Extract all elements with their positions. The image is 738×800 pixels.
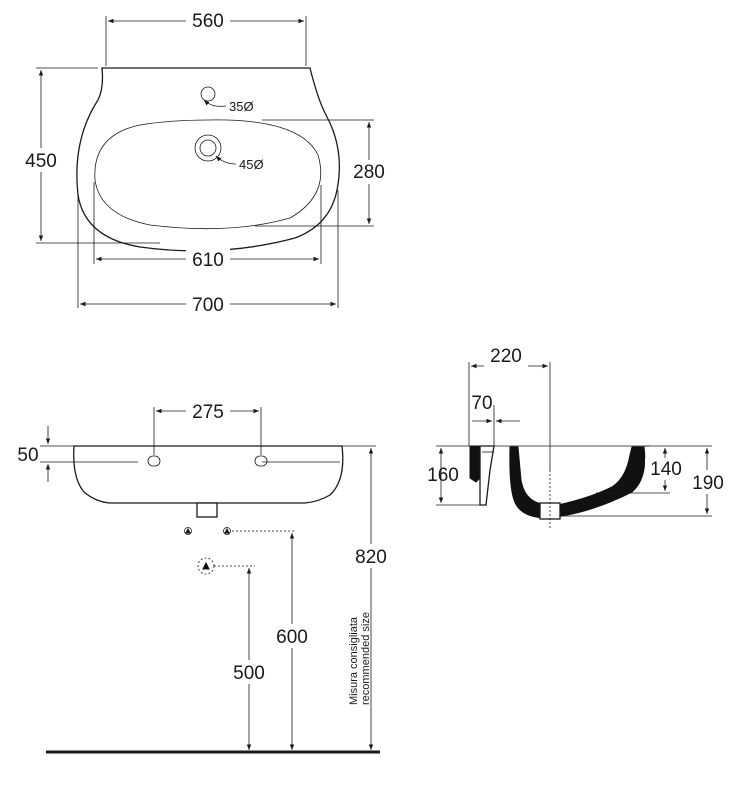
supply-point-right bbox=[223, 527, 231, 535]
waste-spigot bbox=[196, 502, 218, 518]
dim-projection: 220 bbox=[490, 346, 522, 367]
dim-supply-height: 600 bbox=[276, 627, 308, 648]
label-tap-hole: 35Ø bbox=[229, 99, 254, 114]
wall-bracket bbox=[469, 445, 481, 483]
dim-bowl-height: 140 bbox=[650, 459, 682, 480]
dim-rim-offset: 50 bbox=[17, 445, 38, 466]
drain-hole-inner bbox=[199, 139, 217, 157]
supply-point-left bbox=[184, 527, 192, 535]
fixing-slot-left bbox=[147, 455, 161, 467]
dim-overall-width: 700 bbox=[192, 295, 224, 316]
note-english: recommended size bbox=[360, 612, 372, 705]
side-view: 220 70 160 140 190 bbox=[427, 345, 729, 530]
back-wall-profile bbox=[479, 445, 495, 506]
dim-fixing-spacing: 275 bbox=[192, 402, 224, 423]
bowl-section bbox=[509, 446, 646, 519]
dim-back-height: 160 bbox=[427, 465, 459, 486]
note-italian: Misura consigliata bbox=[348, 616, 360, 705]
basin-outline-top bbox=[76, 67, 340, 252]
fixing-slot-right bbox=[254, 455, 268, 467]
bowl-outline bbox=[94, 119, 322, 230]
label-drain-hole: 45Ø bbox=[239, 157, 264, 172]
front-view: 275 50 820 Misura consigliata recommende… bbox=[17, 400, 392, 754]
dim-wall-gap: 70 bbox=[471, 393, 492, 414]
dim-waste-height: 500 bbox=[233, 663, 265, 684]
dim-depth: 450 bbox=[25, 151, 57, 172]
dim-overall-height: 190 bbox=[692, 473, 724, 494]
basin-outline-front bbox=[73, 445, 344, 504]
dim-bowl-depth: 280 bbox=[353, 162, 385, 183]
dim-recommended-height: 820 bbox=[355, 547, 387, 568]
drain-hole-outer bbox=[194, 134, 222, 162]
dim-bowl-width: 610 bbox=[192, 250, 224, 271]
top-view: 560 450 280 610 700 35Ø 45Ø bbox=[20, 10, 390, 316]
dim-width-top: 560 bbox=[192, 11, 224, 32]
